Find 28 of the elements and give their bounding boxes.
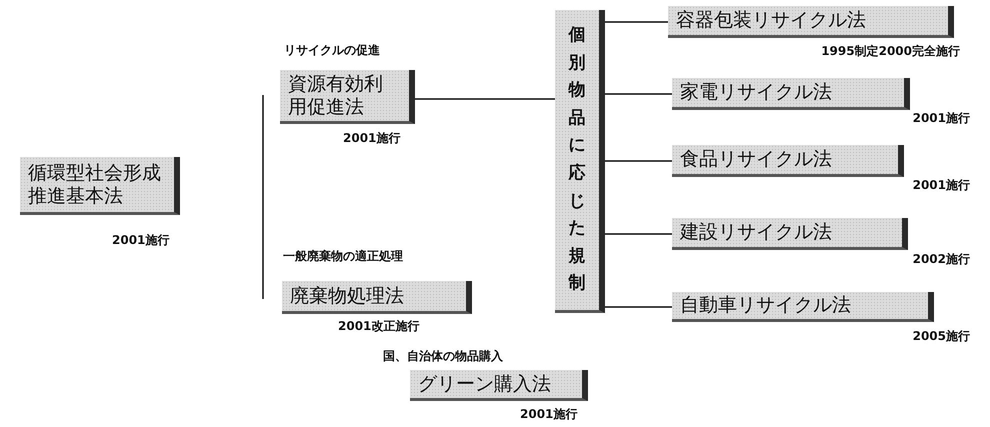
law-box: 家電リサイクル法 [672,78,910,110]
node-heading: リサイクルの促進 [284,42,380,59]
date-note: 2001施行 [112,232,170,249]
date-note: 2005施行 [912,328,970,345]
date-note: 2001施行 [912,177,970,194]
connector-line [605,306,672,308]
node-heading: 一般廃棄物の適正処理 [283,248,403,265]
date-note: 2001施行 [520,406,578,423]
date-note: 2001施行 [343,130,400,147]
law-box: 容器包装リサイクル法 [668,6,954,38]
node-heading: 国、自治体の物品購入 [383,348,503,365]
law-box: 資源有効利用促進法 [280,70,415,124]
category-bar: 個別物品に応じた規制 [555,10,605,313]
law-box: 循環型社会形成推進基本法 [20,157,180,215]
law-box: 建設リサイクル法 [672,218,908,250]
connector-line [415,98,555,100]
connector-line [605,93,672,95]
date-note: 2001施行 [912,110,970,127]
law-box: グリーン購入法 [410,370,588,401]
date-note: 2002施行 [912,251,970,268]
connector-line [605,233,672,235]
connector-line [605,160,672,162]
law-box: 食品リサイクル法 [672,145,904,177]
law-box: 廃棄物処理法 [282,281,472,314]
connector-line [605,21,668,23]
date-note: 1995制定2000完全施行 [821,43,960,60]
date-note: 2001改正施行 [338,318,420,335]
law-box: 自動車リサイクル法 [672,292,934,322]
